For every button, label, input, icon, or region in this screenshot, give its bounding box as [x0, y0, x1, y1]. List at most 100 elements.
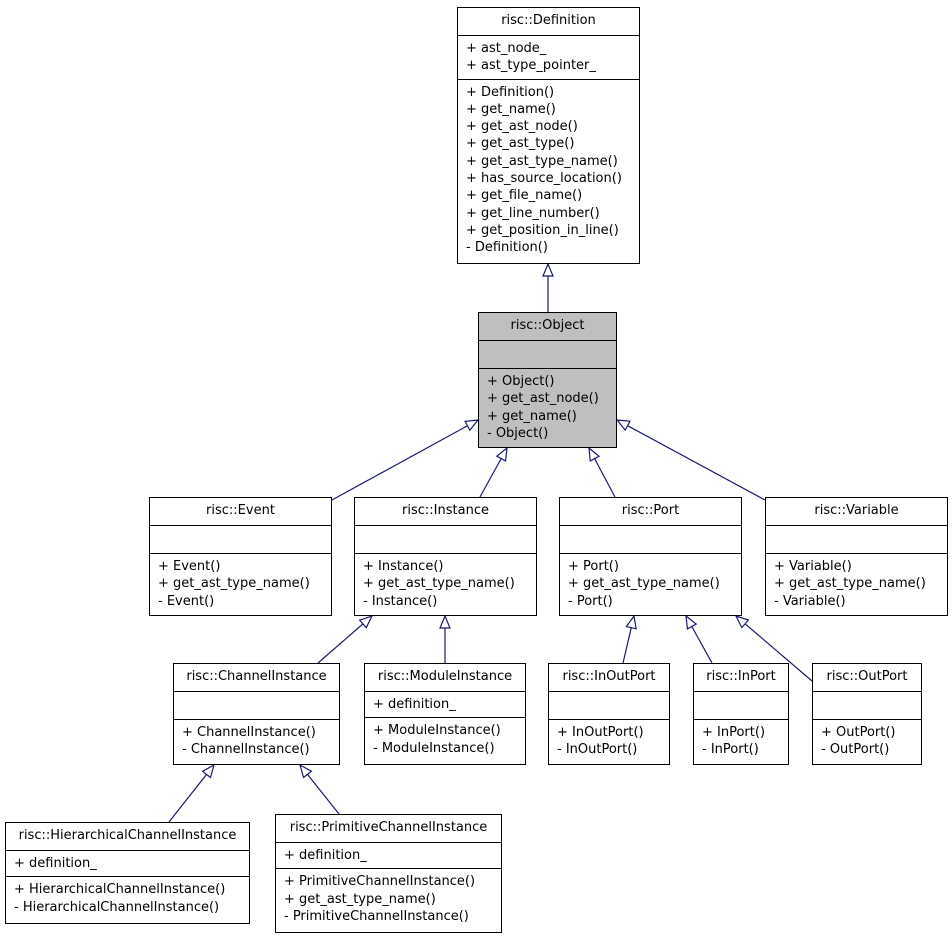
class-inoutport[interactable]: risc::InOutPort+ InOutPort()- InOutPort(… — [548, 663, 670, 765]
edge-line — [691, 626, 713, 664]
class-hierarchicalchannelinstance[interactable]: risc::HierarchicalChannelInstance+ defin… — [5, 822, 250, 924]
inheritance-arrowhead — [464, 419, 480, 432]
class-operation: - Port() — [568, 593, 613, 609]
class-attributes — [150, 526, 331, 554]
class-operations: + HierarchicalChannelInstance()- Hierarc… — [6, 877, 249, 920]
class-operation: - PrimitiveChannelInstance() — [284, 908, 469, 924]
inheritance-arrowhead — [588, 446, 601, 462]
class-attributes — [766, 526, 947, 554]
inheritance-arrowhead — [495, 446, 508, 462]
class-title: risc::ChannelInstance — [174, 664, 339, 692]
class-attributes — [813, 692, 921, 720]
class-operation: + ModuleInstance() — [373, 723, 501, 739]
class-instance[interactable]: risc::Instance+ Instance()+ get_ast_type… — [354, 497, 537, 616]
class-operation: + get_name() — [466, 101, 556, 117]
edge-line — [627, 425, 766, 501]
class-attributes — [549, 692, 669, 720]
class-operations: + Port()+ get_ast_type_name()- Port() — [560, 554, 741, 614]
edge-instance-to-object — [479, 446, 508, 498]
inheritance-arrowhead — [542, 262, 554, 277]
class-operations: + InPort()- InPort() — [694, 720, 788, 763]
class-attributes — [560, 526, 741, 554]
class-event[interactable]: risc::Event+ Event()+ get_ast_type_name(… — [149, 497, 332, 616]
class-title: risc::Object — [479, 313, 616, 341]
class-operations: + Instance()+ get_ast_type_name()- Insta… — [355, 554, 536, 614]
class-operation: + get_ast_type() — [466, 136, 575, 152]
class-operation: + get_file_name() — [466, 188, 583, 204]
class-attributes — [174, 692, 339, 720]
class-operation: + Definition() — [466, 84, 555, 100]
class-primitivechannelinstance[interactable]: risc::PrimitiveChannelInstance+ definiti… — [275, 814, 502, 933]
class-operation: + get_ast_node() — [466, 119, 578, 135]
class-attribute: + definition_ — [373, 697, 456, 712]
class-attributes — [355, 526, 536, 554]
class-attribute: + definition_ — [14, 856, 97, 871]
class-title: risc::Definition — [458, 8, 639, 36]
class-moduleinstance[interactable]: risc::ModuleInstance+ definition_+ Modul… — [364, 663, 526, 765]
class-title: risc::InPort — [694, 664, 788, 692]
edge-line — [168, 774, 208, 823]
class-operation: - OutPort() — [821, 742, 890, 758]
class-operations: + Variable()+ get_ast_type_name()- Varia… — [766, 554, 947, 614]
class-definition[interactable]: risc::Definition+ ast_node_+ ast_type_po… — [457, 7, 640, 264]
inheritance-arrowhead — [358, 614, 374, 629]
class-attribute: + ast_node_ — [466, 41, 547, 56]
class-operation: - ChannelInstance() — [182, 742, 310, 758]
class-operation: + Instance() — [363, 559, 444, 574]
class-attributes: + definition_ — [365, 692, 525, 719]
edge-channelinstance-to-instance — [317, 614, 374, 664]
edge-line — [331, 425, 468, 501]
class-attributes: + definition_ — [6, 851, 249, 878]
class-operations: + Definition()+ get_name() + get_ast_node… — [458, 80, 639, 261]
class-title: risc::Variable — [766, 498, 947, 526]
class-operation: + get_ast_type_name() — [466, 153, 618, 169]
inheritance-arrowhead — [625, 614, 637, 630]
class-operation: + get_ast_type_name() — [568, 576, 720, 592]
class-operation: + has_source_location() — [466, 171, 622, 187]
class-attribute: + definition_ — [284, 848, 367, 863]
edge-inoutport-to-port — [622, 614, 637, 664]
class-inport[interactable]: risc::InPort+ InPort()- InPort() — [693, 663, 789, 765]
class-title: risc::Instance — [355, 498, 536, 526]
class-operation: - ModuleInstance() — [373, 740, 495, 756]
class-attributes: + definition_ — [276, 843, 501, 870]
class-operation: - InOutPort() — [557, 742, 638, 758]
edge-line — [307, 774, 340, 815]
class-operations: + Event()+ get_ast_type_name()- Event() — [150, 554, 331, 614]
class-title: risc::InOutPort — [549, 664, 669, 692]
class-variable[interactable]: risc::Variable+ Variable()+ get_ast_type… — [765, 497, 948, 616]
class-operation: + get_ast_type_name() — [284, 891, 436, 907]
class-operation: + Event() — [158, 559, 221, 574]
class-channelinstance[interactable]: risc::ChannelInstance+ ChannelInstance()… — [173, 663, 340, 765]
class-operations: + PrimitiveChannelInstance()+ get_ast_ty… — [276, 869, 501, 929]
class-attributes — [694, 692, 788, 720]
class-operation: + Object() — [487, 374, 555, 389]
class-operations: + InOutPort() - InOutPort() — [549, 720, 669, 763]
class-operations: + ModuleInstance()- ModuleInstance() — [365, 718, 525, 761]
class-title: risc::Port — [560, 498, 741, 526]
edge-line — [744, 623, 813, 682]
edge-port-to-object — [588, 446, 616, 498]
edge-variable-to-object — [615, 419, 766, 501]
class-attributes — [479, 341, 616, 369]
class-object[interactable]: risc::Object+ Object()+ get_ast_node()+ … — [478, 312, 617, 448]
edge-primitivechannelinstance-to-channelinstance — [299, 763, 340, 815]
class-title: risc::PrimitiveChannelInstance — [276, 815, 501, 843]
class-operation: + get_ast_type_name() — [363, 576, 515, 592]
class-operation: + InOutPort() — [557, 725, 644, 740]
class-operations: + Object()+ get_ast_node()+ get_name()- … — [479, 369, 616, 446]
class-port[interactable]: risc::Port+ Port()+ get_ast_type_name()-… — [559, 497, 742, 616]
class-operation: + get_position_in_line() — [466, 222, 619, 238]
class-outport[interactable]: risc::OutPort+ OutPort()- OutPort() — [812, 663, 922, 765]
class-operation: + get_ast_type_name() — [774, 576, 926, 592]
class-operation: + ChannelInstance() — [182, 725, 316, 740]
class-title: risc::Event — [150, 498, 331, 526]
edge-line — [317, 623, 364, 664]
class-title: risc::OutPort — [813, 664, 921, 692]
class-operation: + get_ast_node() — [487, 391, 599, 407]
class-title: risc::ModuleInstance — [365, 664, 525, 692]
class-title: risc::HierarchicalChannelInstance — [6, 823, 249, 851]
inheritance-arrowhead — [734, 614, 750, 629]
